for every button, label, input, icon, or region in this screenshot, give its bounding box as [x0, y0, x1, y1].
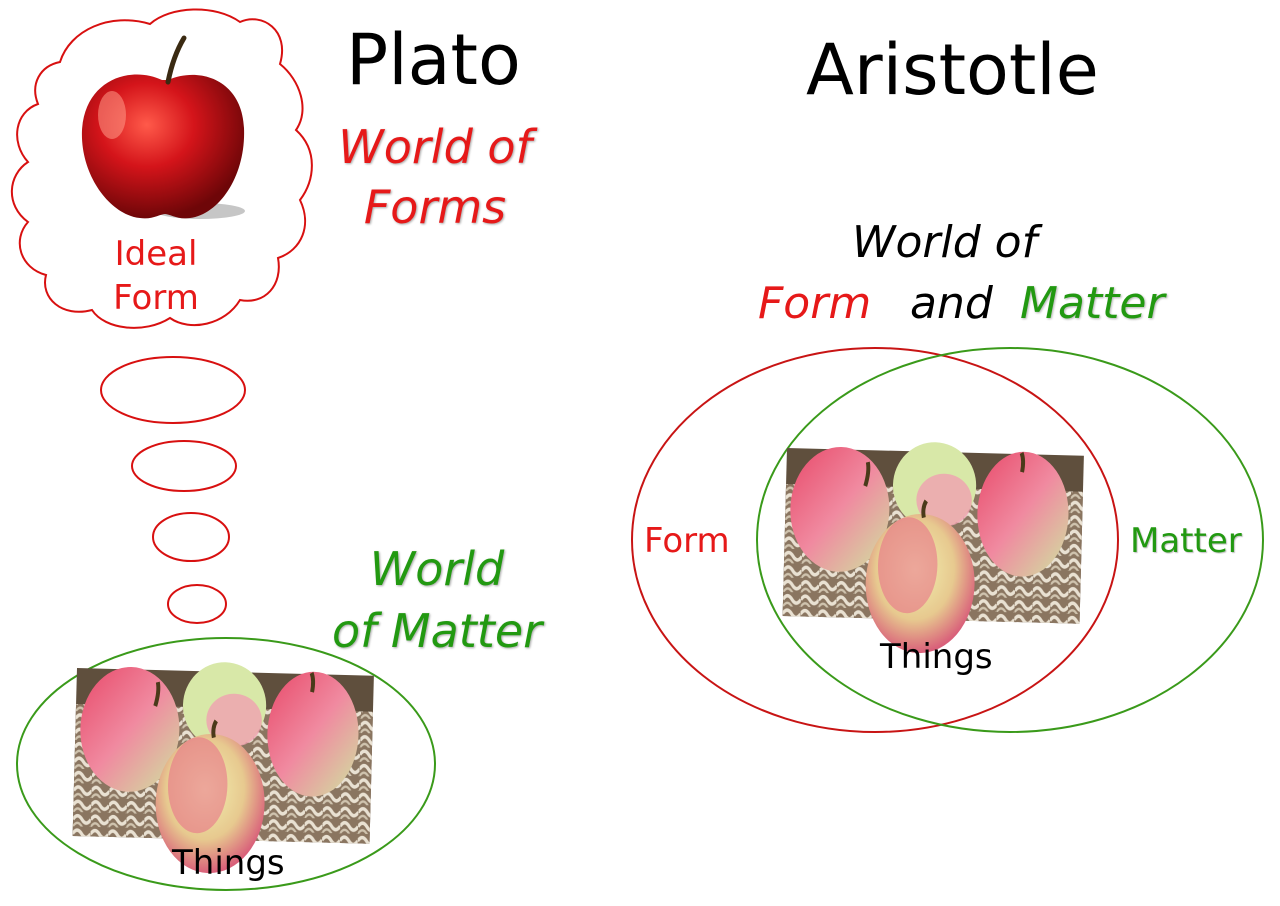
thought-bubble-3: [152, 512, 230, 562]
form-circle-label: Form: [644, 521, 730, 561]
red-apple-icon: [81, 35, 245, 219]
world-of-matter-line1: World: [369, 542, 505, 596]
world-of-line: World of: [852, 217, 1038, 268]
matter-circle: [756, 347, 1264, 733]
ideal-form-label: Ideal Form: [96, 232, 216, 320]
world-of-matter-heading: World of Matter: [322, 538, 552, 662]
ideal-form-line2: Form: [113, 278, 199, 319]
aristotle-things-label: Things: [880, 637, 993, 677]
aristotle-title: Aristotle: [806, 29, 1099, 111]
and-word: and: [910, 278, 993, 329]
plato-title: Plato: [346, 19, 521, 101]
world-of-forms-line1: World of: [338, 120, 532, 174]
aristotle-apples-photo: [782, 438, 1084, 657]
matter-word: Matter: [1020, 278, 1165, 329]
matter-circle-label: Matter: [1130, 521, 1242, 561]
world-of-forms-line2: Forms: [363, 179, 507, 234]
thought-bubble-4: [167, 584, 227, 624]
thought-bubble-2: [131, 440, 237, 492]
plato-things-label: Things: [172, 843, 285, 883]
plato-matter-ellipse: [16, 637, 436, 891]
ideal-form-line1: Ideal: [114, 234, 198, 274]
world-of-forms-heading: World of Forms: [330, 118, 540, 238]
thought-cloud: [10, 8, 313, 329]
form-word: Form: [758, 278, 872, 329]
thought-bubble-1: [100, 356, 246, 424]
world-of-matter-line2: of Matter: [331, 604, 543, 659]
form-circle: [631, 347, 1119, 733]
